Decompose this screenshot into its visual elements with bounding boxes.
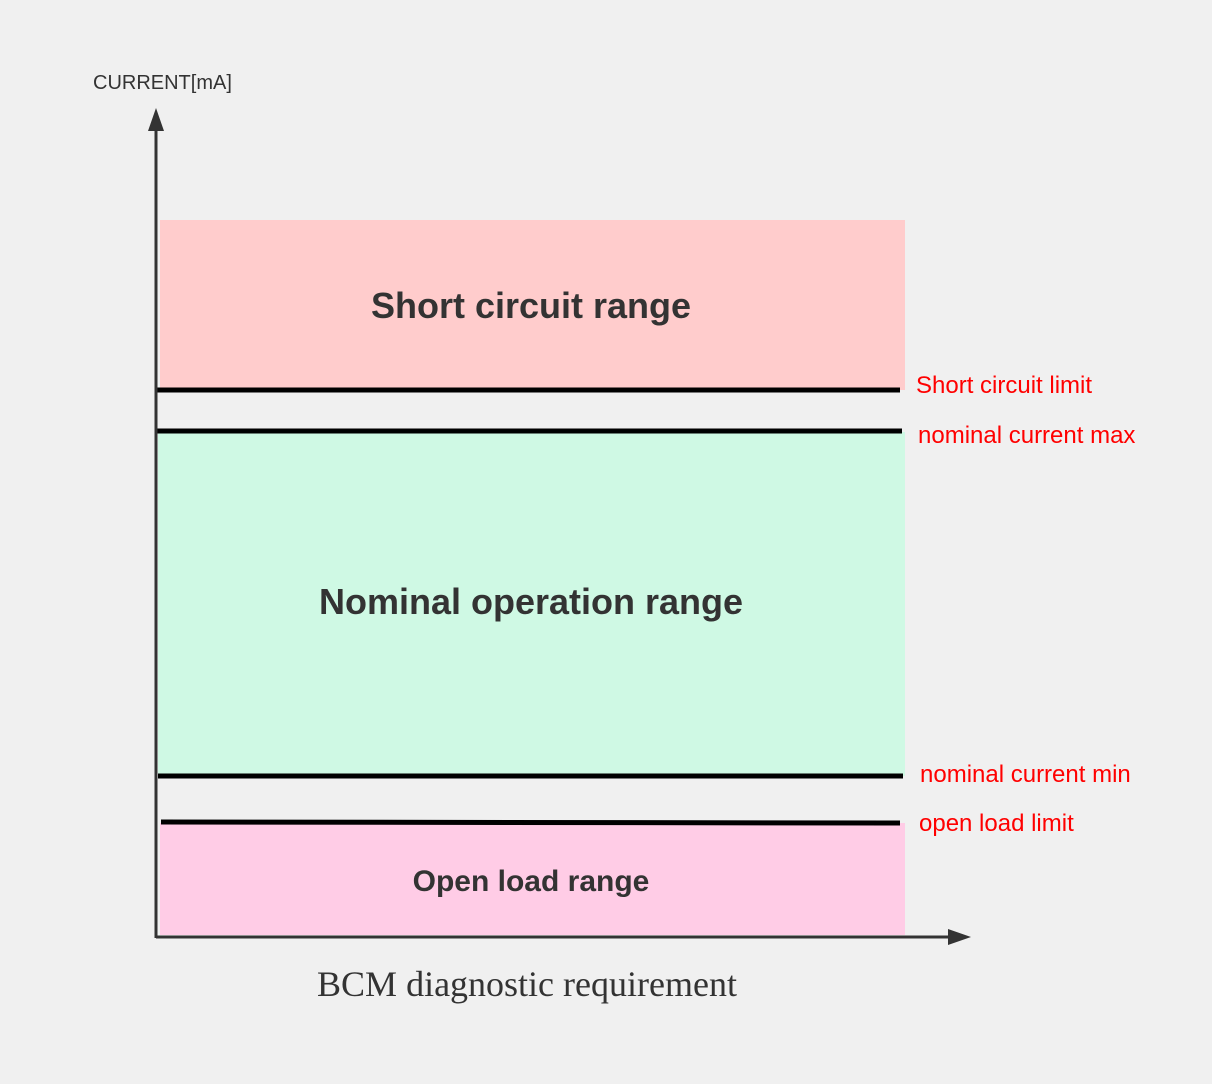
nominal-operation-range-label: Nominal operation range bbox=[319, 581, 743, 622]
nominal-current-max-label: nominal current max bbox=[918, 422, 1135, 449]
open-load-limit-label: open load limit bbox=[919, 810, 1074, 837]
nominal-operation-range-band bbox=[158, 432, 905, 776]
open-load-limit-line bbox=[160, 819, 901, 826]
short-circuit-limit-label: Short circuit limit bbox=[916, 372, 1092, 399]
open-load-range-label: Open load range bbox=[413, 865, 650, 898]
open-load-range-band bbox=[160, 823, 905, 935]
y-axis-arrowhead-icon bbox=[148, 108, 164, 131]
short-circuit-range-label: Short circuit range bbox=[371, 285, 691, 326]
x-axis-arrowhead-icon bbox=[948, 929, 971, 945]
nominal-current-min-label: nominal current min bbox=[920, 761, 1131, 788]
diagram-caption: BCM diagnostic requirement bbox=[317, 964, 737, 1004]
short-circuit-range-band bbox=[160, 220, 905, 390]
y-axis-title: CURRENT[mA] bbox=[93, 72, 232, 94]
